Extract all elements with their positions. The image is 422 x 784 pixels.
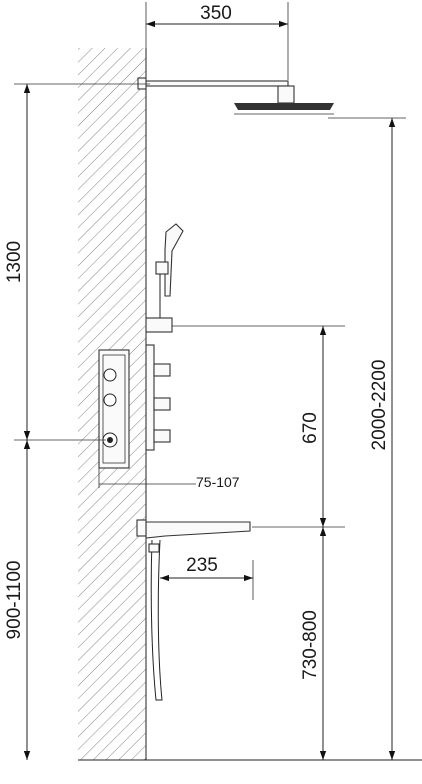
valve-port-3-core <box>107 437 113 443</box>
dim-label-75-107: 75-107 <box>196 474 240 490</box>
shower-head-plate <box>234 103 334 110</box>
control-knob-3 <box>154 430 170 442</box>
diverter <box>149 544 159 552</box>
hand-shower-head <box>165 224 183 296</box>
dim-label-900-1100: 900-1100 <box>4 561 25 640</box>
dim-label-235: 235 <box>186 555 218 576</box>
valve-box <box>99 350 129 468</box>
valve-port-1 <box>104 369 116 381</box>
control-knob-1 <box>154 364 170 376</box>
hand-shower-set <box>146 224 183 700</box>
dim-label-2000-2200: 2000-2200 <box>369 360 390 451</box>
valve-port-2 <box>104 394 116 406</box>
shower-arm <box>146 81 288 86</box>
dim-label-670: 670 <box>300 412 321 444</box>
dim-label-350: 350 <box>200 3 232 24</box>
dim-label-730-800: 730-800 <box>300 610 321 680</box>
hose <box>151 540 162 700</box>
bath-spout <box>137 520 250 552</box>
spout-flange <box>137 520 146 536</box>
overhead-shower <box>138 78 334 114</box>
shower-head-connector <box>278 86 294 103</box>
spout-body <box>146 522 250 538</box>
control-knob-2 <box>154 398 170 410</box>
valve-plate <box>146 345 154 450</box>
dim-label-1300: 1300 <box>4 241 25 283</box>
wall-flange <box>138 78 146 89</box>
extension-lines <box>14 2 406 600</box>
hand-shower-holder <box>156 262 168 274</box>
rail-bracket <box>146 318 172 332</box>
